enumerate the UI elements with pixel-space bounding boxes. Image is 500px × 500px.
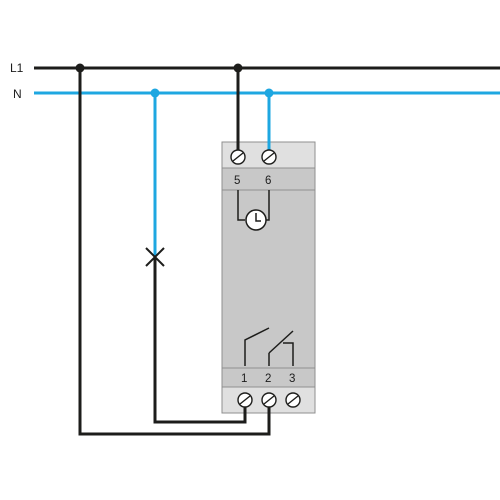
- bottom-terminal-screws: [238, 393, 300, 407]
- terminal-3-screw: [286, 393, 300, 407]
- junction-n-right: [265, 89, 274, 98]
- junction-l1-right: [234, 64, 243, 73]
- terminal-2-screw: [262, 393, 276, 407]
- terminal-5-label: 5: [234, 175, 240, 187]
- terminal-6-screw: [262, 150, 276, 164]
- junction-l1-left: [76, 64, 85, 73]
- l1-label: L1: [10, 61, 24, 75]
- n-label: N: [13, 87, 22, 101]
- terminal-1-label: 1: [241, 373, 247, 385]
- terminal-1-screw: [238, 393, 252, 407]
- terminal-3-label: 3: [289, 373, 295, 385]
- terminal-6-label: 6: [265, 175, 271, 187]
- terminal-5-screw: [231, 150, 245, 164]
- junction-n-left: [151, 89, 160, 98]
- terminal-2-label: 2: [265, 373, 271, 385]
